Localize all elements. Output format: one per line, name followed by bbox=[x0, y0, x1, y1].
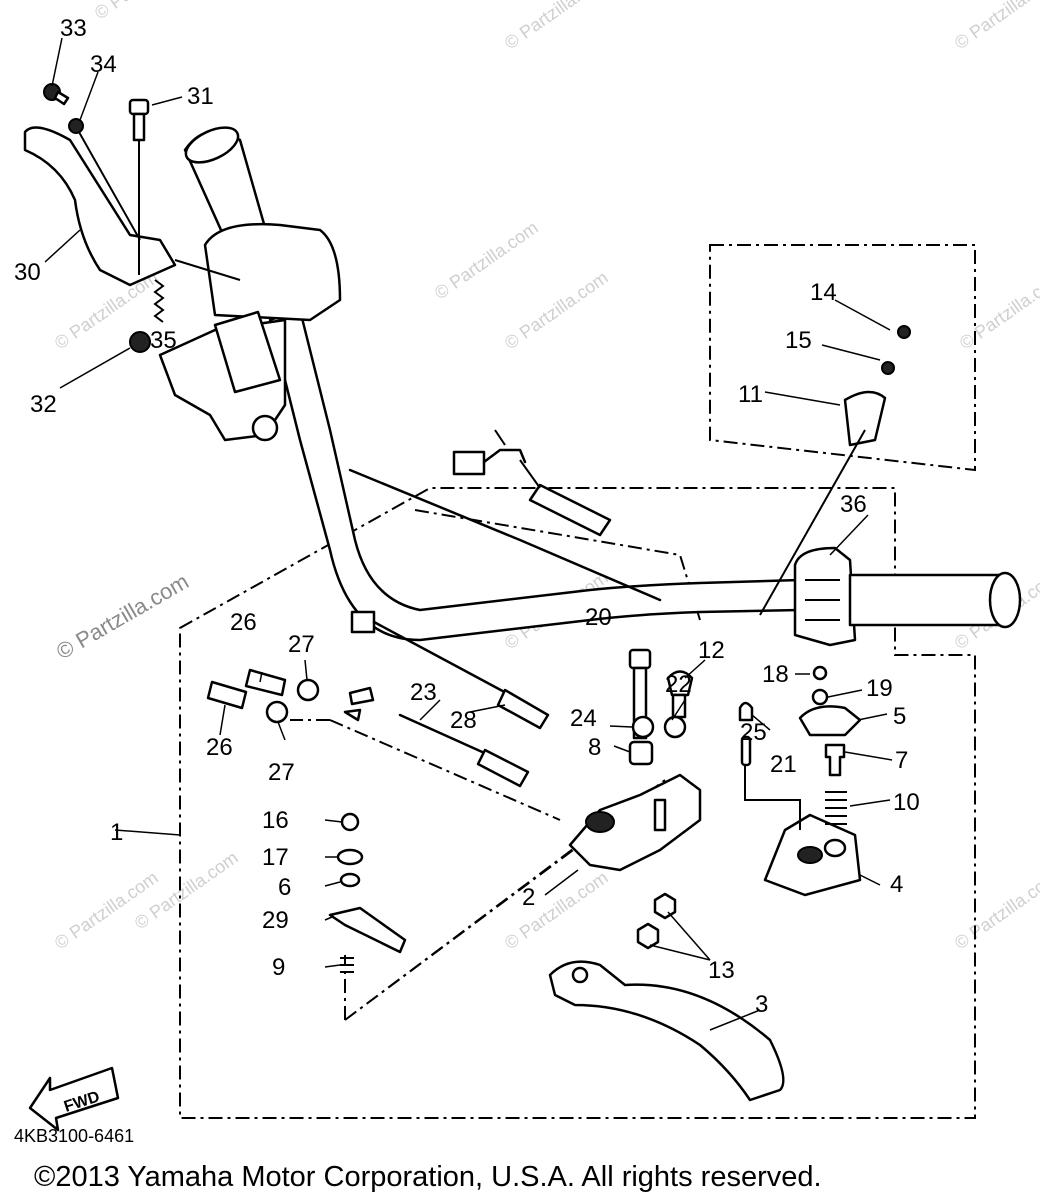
part-label: 30 bbox=[14, 259, 41, 286]
part-label: 33 bbox=[60, 15, 87, 42]
part-label: 32 bbox=[30, 391, 57, 418]
assembly-11-outline bbox=[709, 244, 976, 472]
bolt-20 bbox=[628, 648, 652, 670]
part-label: 19 bbox=[866, 675, 893, 702]
nut-27 bbox=[296, 678, 320, 702]
part-label: 28 bbox=[450, 707, 477, 734]
part-label: 26 bbox=[206, 734, 233, 761]
part-label: 5 bbox=[893, 703, 906, 730]
part-label: 25 bbox=[740, 719, 767, 746]
part-label: 18 bbox=[762, 661, 789, 688]
lever-axis-line bbox=[74, 124, 241, 281]
watermark: © Partzilla.com bbox=[951, 0, 1040, 53]
right-lever-3 bbox=[548, 960, 785, 1102]
collar-8 bbox=[628, 740, 654, 766]
wire-connector bbox=[452, 429, 612, 537]
switch-assembly bbox=[793, 546, 1022, 647]
left-lever bbox=[23, 126, 177, 287]
part-label: 7 bbox=[895, 747, 908, 774]
part-label: 36 bbox=[840, 491, 867, 518]
part-label: 11 bbox=[738, 381, 763, 408]
washer-6 bbox=[339, 872, 361, 888]
part-label: 17 bbox=[262, 844, 289, 871]
part-label: 15 bbox=[785, 327, 812, 354]
assembly-1-outline bbox=[179, 487, 976, 1119]
part-label: 13 bbox=[708, 957, 735, 984]
watermark: © Partzilla.com bbox=[951, 867, 1040, 953]
cable-outline bbox=[290, 509, 701, 821]
cable-28 bbox=[350, 610, 550, 730]
part-label: 2 bbox=[522, 884, 535, 911]
adjuster-26 bbox=[244, 668, 287, 697]
part-label: 16 bbox=[262, 807, 289, 834]
washer-19 bbox=[811, 688, 829, 706]
leader-lines bbox=[44, 37, 893, 1031]
part-label: 14 bbox=[810, 279, 837, 306]
nut-27b bbox=[265, 700, 289, 724]
bolt-31 bbox=[128, 98, 150, 116]
washer-24 bbox=[631, 715, 655, 739]
part-label: 26 bbox=[230, 609, 257, 636]
plate-5 bbox=[798, 705, 862, 737]
part-label: 31 bbox=[187, 83, 214, 110]
part-label: 29 bbox=[262, 907, 289, 934]
cable-23 bbox=[343, 686, 530, 788]
handlebar bbox=[268, 308, 802, 642]
left-lever-holder bbox=[158, 310, 287, 442]
part-label: 12 bbox=[698, 637, 725, 664]
clamp-11 bbox=[843, 390, 887, 447]
part-label: 6 bbox=[278, 874, 291, 901]
watermark: © Partzilla.com bbox=[956, 267, 1040, 353]
washer-34 bbox=[68, 118, 84, 134]
watermark: © Partzilla.com bbox=[91, 0, 202, 23]
part-label: 8 bbox=[588, 734, 601, 761]
bracket-29 bbox=[328, 906, 407, 954]
watermark: © Partzilla.com bbox=[501, 267, 612, 353]
pin-25 bbox=[738, 701, 754, 722]
part-label: 34 bbox=[90, 51, 117, 78]
spring-10 bbox=[825, 791, 847, 825]
part-number-labels: 33 34 31 30 35 32 14 15 11 36 20 12 22 1… bbox=[14, 15, 920, 1018]
diagram-code: 4KB3100-6461 bbox=[14, 1126, 134, 1146]
adjuster-26b bbox=[206, 680, 248, 710]
part-label: 27 bbox=[288, 631, 315, 658]
screw-18 bbox=[812, 665, 828, 681]
fwd-arrow-icon: FWD bbox=[28, 1066, 120, 1132]
copyright-notice: ©2013 Yamaha Motor Corporation, U.S.A. A… bbox=[34, 1161, 822, 1193]
part-label: 1 bbox=[110, 819, 123, 846]
washer-17 bbox=[336, 848, 364, 866]
part-label: 4 bbox=[890, 871, 903, 898]
nut-13 bbox=[653, 892, 677, 920]
watermark-main: © Partzilla.com bbox=[52, 569, 193, 665]
part-label: 21 bbox=[770, 751, 797, 778]
spring-35 bbox=[153, 279, 165, 323]
watermark: © Partzilla.com bbox=[501, 867, 612, 953]
part-label: 24 bbox=[570, 705, 597, 732]
part-label: 3 bbox=[755, 991, 768, 1018]
nut-32 bbox=[129, 331, 151, 353]
part-label: 10 bbox=[893, 789, 920, 816]
part-label: 27 bbox=[268, 759, 295, 786]
part-label: 23 bbox=[410, 679, 437, 706]
part-label: 22 bbox=[665, 671, 692, 698]
bolt-16 bbox=[340, 812, 360, 832]
watermark: © Partzilla.com bbox=[501, 0, 612, 53]
left-grip bbox=[183, 126, 342, 322]
washer-22 bbox=[663, 715, 687, 739]
plunger-7 bbox=[824, 743, 846, 777]
watermark: © Partzilla.com bbox=[431, 217, 542, 303]
spring-9 bbox=[340, 957, 354, 973]
part-label: 9 bbox=[272, 954, 285, 981]
lever-holder-2 bbox=[568, 773, 702, 872]
part-label: 20 bbox=[585, 604, 612, 631]
part-label: 35 bbox=[150, 327, 177, 354]
